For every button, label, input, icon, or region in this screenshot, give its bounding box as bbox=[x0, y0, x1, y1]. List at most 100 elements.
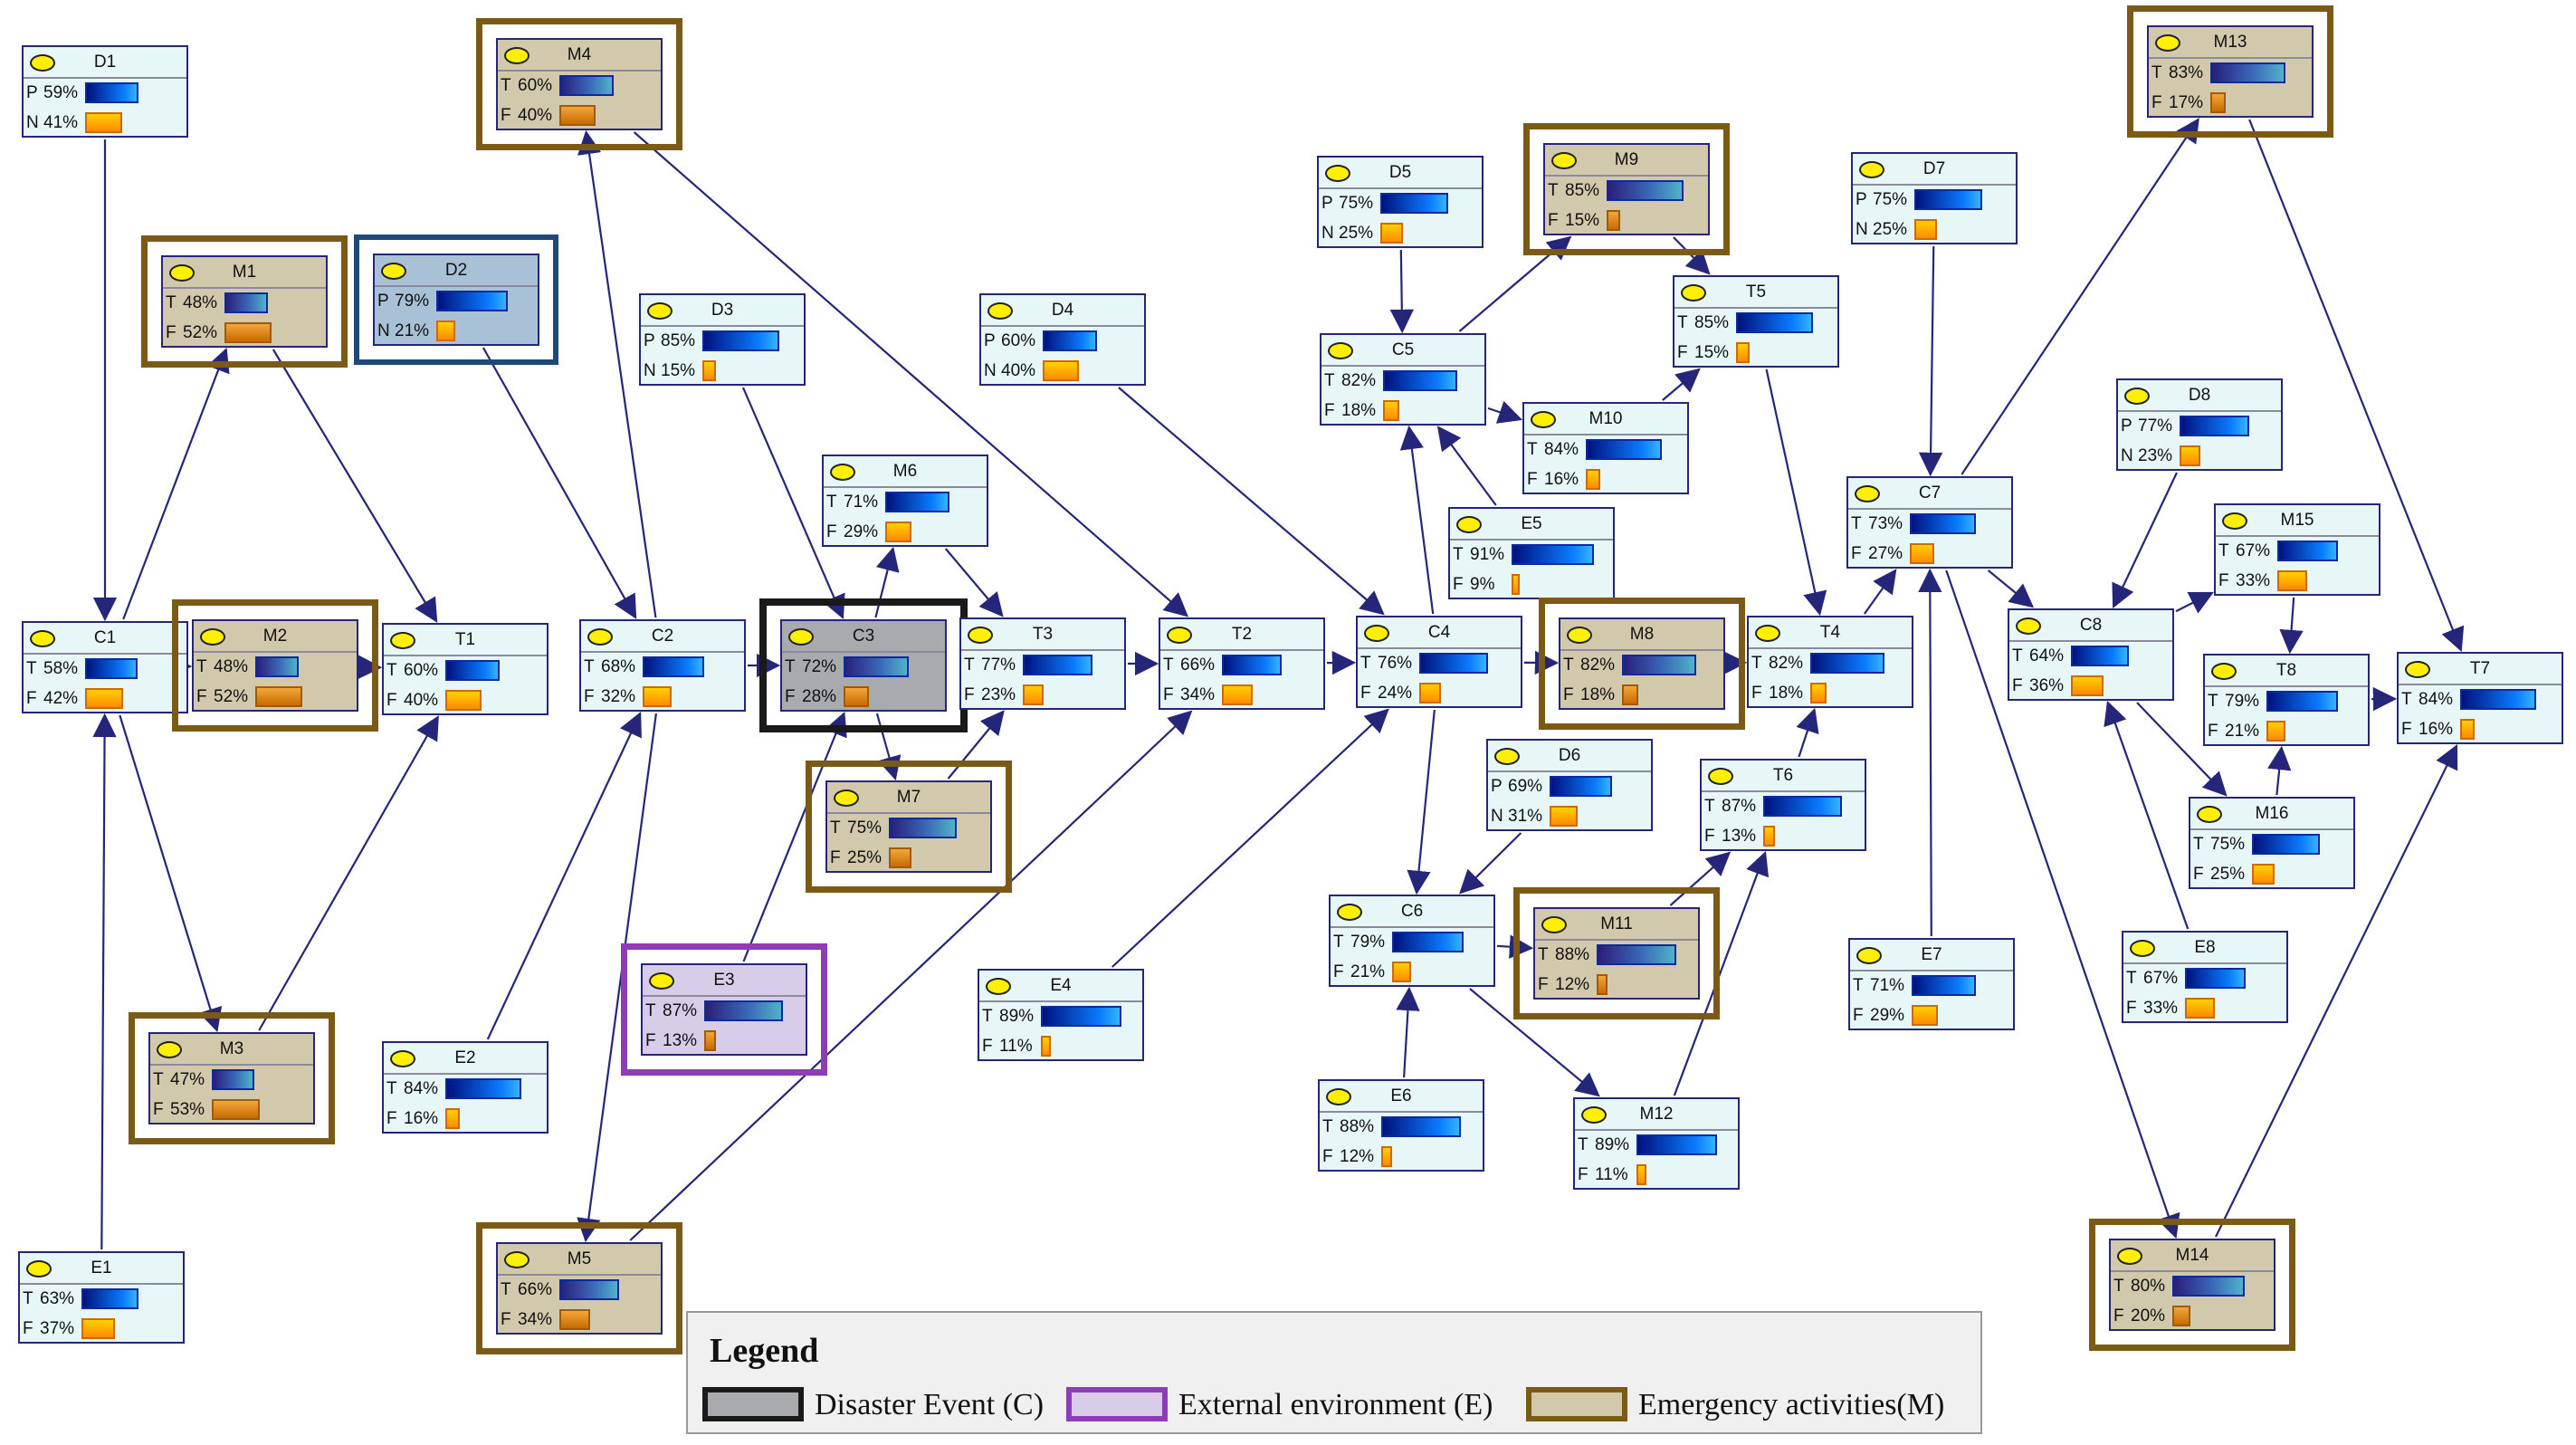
state-label: F bbox=[23, 1319, 33, 1338]
legend-label-event: Disaster Event (C) bbox=[815, 1388, 1045, 1421]
probability-bar bbox=[1381, 1116, 1461, 1137]
state-label: T bbox=[386, 1079, 397, 1098]
evidence-bulb-icon bbox=[987, 302, 1013, 320]
evidence-bulb-icon bbox=[1328, 342, 1353, 359]
state-percent: 83% bbox=[2169, 63, 2204, 82]
state-percent: 27% bbox=[1868, 544, 1903, 563]
probability-bar bbox=[559, 75, 614, 96]
probability-bar bbox=[1392, 932, 1464, 952]
state-label: F bbox=[1333, 962, 1344, 981]
edge-d5-c5 bbox=[1389, 249, 1415, 334]
legend-swatch-event bbox=[702, 1387, 804, 1421]
probability-bar bbox=[1622, 655, 1696, 675]
edge-m3-t1 bbox=[258, 715, 439, 1031]
node-title: C3 bbox=[782, 621, 945, 653]
state-label: P bbox=[1856, 190, 1867, 209]
state-label: T bbox=[386, 661, 397, 680]
state-label: F bbox=[1163, 685, 1174, 704]
evidence-bulb-icon bbox=[1326, 1088, 1351, 1105]
state-percent: 12% bbox=[1555, 975, 1590, 994]
state-label: T bbox=[1563, 656, 1574, 675]
edge-c7-m13 bbox=[1961, 118, 2199, 475]
evidence-bulb-icon bbox=[381, 263, 406, 280]
state-label: T bbox=[830, 818, 841, 837]
probability-bar bbox=[702, 360, 716, 381]
state-percent: 88% bbox=[1555, 945, 1590, 964]
state-percent: 34% bbox=[518, 1310, 553, 1329]
probability-bar bbox=[2252, 864, 2275, 885]
state-label: T bbox=[26, 659, 37, 678]
state-label: F bbox=[785, 687, 796, 706]
edge-c8-m16 bbox=[2136, 702, 2228, 797]
edge-c6-m12 bbox=[1469, 988, 1600, 1097]
edge-d4-c4 bbox=[1118, 387, 1385, 616]
node-title: D8 bbox=[2118, 380, 2281, 412]
probability-bar bbox=[81, 1288, 138, 1309]
node-title: M6 bbox=[824, 456, 987, 488]
state-label: T bbox=[196, 657, 207, 676]
state-percent: 76% bbox=[1378, 654, 1413, 673]
edge-e1-c1 bbox=[92, 713, 117, 1250]
state-percent: 25% bbox=[1339, 224, 1374, 243]
state-label: T bbox=[2218, 541, 2229, 560]
node-title: M10 bbox=[1524, 404, 1687, 435]
